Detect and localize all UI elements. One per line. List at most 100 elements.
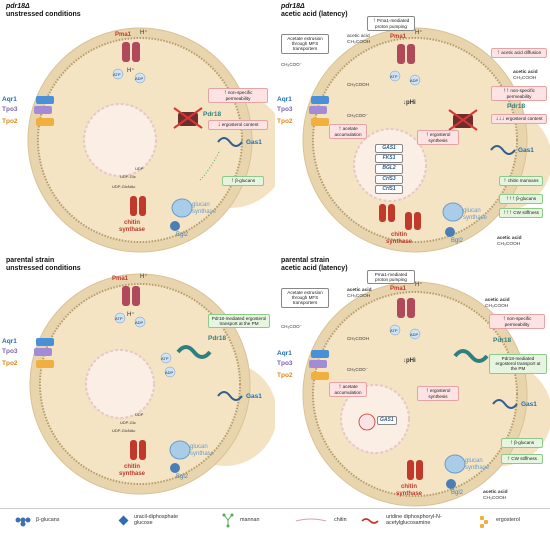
cw-stiffness-box: ↑↑↑ CW stiffness xyxy=(499,208,543,219)
cell-diagram xyxy=(302,27,550,253)
cw-stiffness-box: ↑ CW stiffness xyxy=(501,454,543,465)
atp2-label: ATP xyxy=(161,356,169,361)
proton-pumping-box: Pma1-mediated proton pumping xyxy=(367,270,415,285)
pdr18-ergosterol-transport-box: Pdr18-mediated ergosterol transport at t… xyxy=(208,314,270,329)
permeability-box: ↑ non-specific permeability xyxy=(489,314,545,330)
ch3cooh-bottom-label: CH₃COOH xyxy=(497,242,521,247)
pma1-transporter xyxy=(397,44,415,64)
aqr1-transporter xyxy=(36,96,54,104)
hplus-mid-label: H⁺ xyxy=(127,312,135,318)
pma1-label: Pma1 xyxy=(390,286,407,292)
pdr18-label: Pdr18 xyxy=(507,103,526,110)
glucan-synthase-label: glucan synthase xyxy=(192,202,217,215)
tpo2-label: Tpo2 xyxy=(2,360,18,367)
hplus-top-label: H⁺ xyxy=(140,274,148,280)
acetic-acid-bottom-label: acetic acid xyxy=(483,490,508,495)
transcription-factor-icon xyxy=(358,413,376,431)
chitin-synthase-label: chitin synthase xyxy=(385,232,412,245)
beta-glucans-box: ↑ β-glucans xyxy=(501,438,543,449)
tpo3-label: Tpo3 xyxy=(277,106,293,113)
gas1-label: Gas1 xyxy=(246,139,262,146)
aqr1-label: Aqr1 xyxy=(2,96,17,103)
ch3cooh-right-label: CH₃COOH xyxy=(513,76,537,81)
pma1-label: Pma1 xyxy=(112,276,129,282)
phi-label: ↓pHi xyxy=(403,100,416,106)
beta-glucans-box: ↑ β-glucans xyxy=(222,176,264,187)
ch3coo-out-label: CH₃COO⁻ xyxy=(281,324,302,329)
pma1-transporter xyxy=(122,42,140,62)
chitin-synthase-label: chitin synthase xyxy=(118,220,145,233)
gene-chs3: CHS3 xyxy=(375,174,403,184)
pma1-label: Pma1 xyxy=(115,32,132,38)
chitin-synthase xyxy=(130,196,146,216)
tpo3-label: Tpo3 xyxy=(2,348,18,355)
gene-gas1: GAS1 xyxy=(377,416,397,426)
adp-icon xyxy=(134,72,146,84)
ch3cooh-label: CH₃COOH xyxy=(347,40,371,45)
pma1-label: Pma1 xyxy=(390,34,407,40)
acetate-extrusion-box: Acetate extrusion through MFS transporte… xyxy=(281,288,329,308)
gas1-label: Gas1 xyxy=(521,401,537,408)
pdr18-label: Pdr18 xyxy=(208,335,227,342)
aqr1-label: Aqr1 xyxy=(277,96,292,103)
acetic-acid-diffusion-box: ↑ acetic acid diffusion xyxy=(491,48,547,59)
acetic-acid-bottom-label: acetic acid xyxy=(497,236,522,241)
atp-label: ATP xyxy=(115,316,123,321)
gene-list: GAS1 FKS1 BGL2 CHS3 CHS1 xyxy=(375,144,403,195)
hplus-top-label: H⁺ xyxy=(140,30,148,36)
udp-glc-label: UDP-Glc xyxy=(120,420,136,425)
tpo3-transporter xyxy=(34,106,52,114)
adp-label: ADP xyxy=(135,320,144,325)
hplus-top-label: H⁺ xyxy=(415,282,423,288)
tpo2-label: Tpo2 xyxy=(277,372,293,379)
pdr18-label: Pdr18 xyxy=(493,337,512,344)
udp-glcnac-icon xyxy=(361,518,379,524)
acetic-acid-right-label: acetic acid xyxy=(513,70,538,75)
mannan-icon xyxy=(222,513,234,528)
acetic-acid-label: acetic acid xyxy=(347,34,370,39)
gas1-label: Gas1 xyxy=(518,147,534,154)
udp-glc-label: UDP-Glc xyxy=(120,174,136,179)
hplus-mid-label: H⁺ xyxy=(127,68,135,74)
chitin-synthase-label: chitin synthase xyxy=(395,484,422,497)
ergosterol-content-box: ↓↓↓ ergosterol content xyxy=(491,114,547,125)
udp-label: UDP xyxy=(135,166,144,171)
tpo3-label: Tpo3 xyxy=(2,106,18,113)
ergosterol-synthesis-box: ↑ ergosterol synthesis xyxy=(417,386,459,402)
udp-glcnac-label: UDP-GlcNAc xyxy=(112,184,136,189)
ch3coo-out-label: CH₃COO⁻ xyxy=(281,62,302,67)
legend-ergosterol: ergosterol xyxy=(496,517,520,523)
gene-gas1: GAS1 xyxy=(375,144,403,154)
hplus-top-label: H⁺ xyxy=(415,30,423,36)
pdr18-transporter xyxy=(176,345,212,359)
glucan-synthase-label: glucan synthase xyxy=(190,444,215,457)
chitin-synthase-label: chitin synthase xyxy=(118,464,145,477)
legend-mannan: mannan xyxy=(240,517,260,523)
adp-label: ADP xyxy=(410,78,419,83)
pdr18-transporter-deleted xyxy=(448,109,478,131)
ergosterol-synthesis-box: ↑ ergosterol synthesis xyxy=(417,130,459,146)
legend-udp-glcnac: uridine diphosphoryl-N-acetylglucosamine xyxy=(386,514,442,526)
aqr1-label: Aqr1 xyxy=(277,350,292,357)
cell-diagram xyxy=(29,273,275,495)
pdr18-transporter xyxy=(453,349,489,363)
ch3cooh-in-label: CH₃COOH xyxy=(347,336,369,341)
udp-glcnac-label: UDP-GlcNAc xyxy=(112,428,136,433)
beta-glucans-box: ↑↑↑ β-glucans xyxy=(499,194,543,205)
cell-diagram xyxy=(302,281,550,507)
gas1-protein xyxy=(217,137,243,147)
adp2-label: ADP xyxy=(165,370,174,375)
acetate-extrusion-box: Acetate extrusion through MFS transporte… xyxy=(281,34,329,54)
bgl2-label: Bgl2 xyxy=(176,474,189,480)
ch3coo-in-label: CH₃COO⁻ xyxy=(347,367,368,372)
ergosterol-icon xyxy=(480,516,488,528)
atp-label: ATP xyxy=(390,328,398,333)
legend-chitin: chitin xyxy=(334,517,347,523)
